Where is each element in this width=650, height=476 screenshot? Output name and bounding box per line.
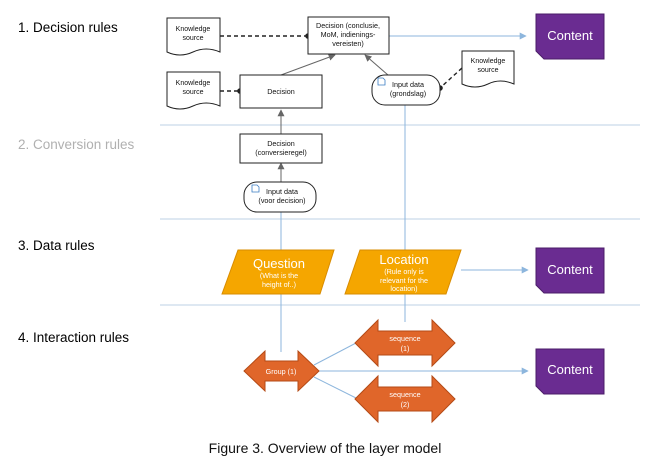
layer-title-data: 3. Data rules bbox=[18, 238, 95, 253]
question-title: Question bbox=[253, 256, 305, 271]
content-box-1: Content bbox=[535, 13, 605, 60]
content-2-label: Content bbox=[547, 262, 593, 277]
connector-group-seq1 bbox=[313, 342, 357, 366]
knowledge-source-right: Knowledge source bbox=[461, 50, 515, 88]
content-1-label: Content bbox=[547, 28, 593, 43]
link-ks-right bbox=[437, 67, 463, 91]
location-sub-3: location) bbox=[390, 284, 417, 293]
layer-separators bbox=[160, 124, 640, 306]
content-box-3: Content bbox=[535, 348, 605, 395]
location-title: Location bbox=[379, 252, 428, 267]
question-sub-2: height of..) bbox=[262, 280, 296, 289]
input-data-grondslag: Input data (grondslag) bbox=[371, 74, 441, 106]
seq1-line2: (1) bbox=[401, 344, 410, 353]
location-sub-2: relevant for the bbox=[380, 276, 428, 285]
decision-mid-box: Decision bbox=[239, 74, 323, 109]
input-grondslag-line1: Input data bbox=[392, 80, 424, 89]
figure-caption: Figure 3. Overview of the layer model bbox=[208, 440, 442, 456]
layer-title-interaction: 4. Interaction rules bbox=[18, 330, 129, 345]
decision-top-line1: Decision (conclusie, bbox=[316, 21, 380, 30]
question-sub-1: (What is the bbox=[260, 271, 298, 280]
seq2-line1: sequence bbox=[389, 390, 420, 399]
layer-title-conversion: 2. Conversion rules bbox=[18, 137, 135, 152]
question-shape: Question (What is the height of..) bbox=[221, 249, 335, 295]
decision-mid-label: Decision bbox=[267, 87, 295, 96]
content-3-label: Content bbox=[547, 362, 593, 377]
group-arrow: Group (1) bbox=[243, 349, 320, 393]
location-shape: Location (Rule only is relevant for the … bbox=[344, 249, 462, 295]
layer-title-decision: 1. Decision rules bbox=[18, 20, 118, 35]
arrow-decision-to-top bbox=[280, 53, 336, 76]
input-grondslag-line2: (grondslag) bbox=[390, 89, 426, 98]
ks-top-line1: Knowledge bbox=[176, 26, 211, 33]
decision-top-line2: MoM, indienings- bbox=[321, 30, 376, 39]
input-data-voor-decision: Input data (voor decision) bbox=[243, 181, 317, 213]
input-voor-line2: (voor decision) bbox=[258, 196, 305, 205]
ks-right-line2: source bbox=[477, 67, 498, 74]
arrow-grondslag-to-top bbox=[364, 54, 389, 76]
decision-conv-line2: (conversieregel) bbox=[255, 148, 307, 157]
ks-mid-line2: source bbox=[182, 89, 203, 96]
knowledge-links bbox=[220, 33, 463, 94]
seq1-line1: sequence bbox=[389, 334, 420, 343]
decision-conversion-box: Decision (conversieregel) bbox=[239, 133, 323, 164]
ks-mid-line1: Knowledge bbox=[176, 80, 211, 87]
input-voor-line1: Input data bbox=[266, 187, 298, 196]
sequence-1-arrow: sequence (1) bbox=[354, 318, 456, 368]
content-box-2: Content bbox=[535, 247, 605, 294]
document-icon bbox=[251, 184, 260, 193]
seq2-line2: (2) bbox=[401, 400, 410, 409]
ks-right-line1: Knowledge bbox=[471, 58, 506, 65]
connectors bbox=[280, 32, 529, 399]
sequence-2-arrow: sequence (2) bbox=[354, 374, 456, 424]
connector-group-seq2 bbox=[313, 376, 357, 399]
knowledge-source-top-left: Knowledge source bbox=[166, 17, 221, 56]
decision-top-line3: vereisten) bbox=[332, 39, 364, 48]
decision-conv-line1: Decision bbox=[267, 139, 295, 148]
ks-top-line2: source bbox=[182, 35, 203, 42]
decision-top-box: Decision (conclusie, MoM, indienings- ve… bbox=[307, 16, 390, 55]
document-icon bbox=[377, 77, 386, 86]
dependency-arrows bbox=[277, 53, 389, 182]
knowledge-source-mid-left: Knowledge source bbox=[166, 71, 221, 110]
location-sub-1: (Rule only is bbox=[384, 267, 424, 276]
group-label: Group (1) bbox=[266, 367, 297, 376]
